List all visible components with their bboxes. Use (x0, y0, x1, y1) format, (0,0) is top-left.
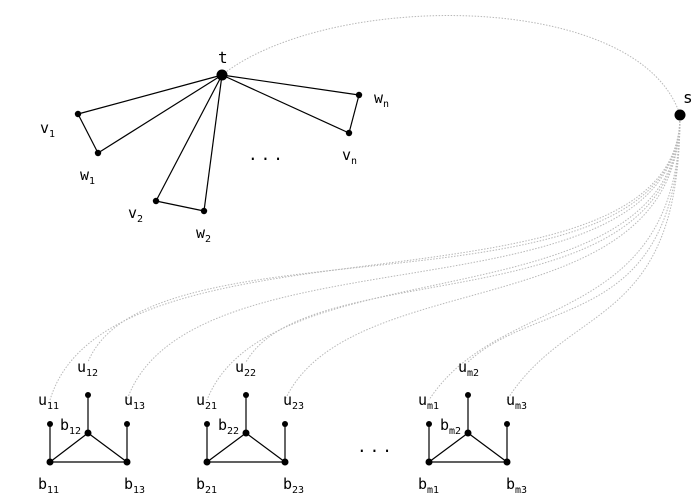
vertex-b23 (281, 458, 289, 466)
label-b11: b11 (38, 475, 59, 496)
label-u11: u11 (38, 391, 59, 412)
label-u13: u13 (124, 391, 145, 412)
curve-t-s (221, 15, 681, 116)
vertex-b13 (123, 458, 131, 466)
edge-t-w2 (203, 74, 223, 212)
edge-t-wn (221, 74, 360, 96)
ellipsis-bottom: ... (357, 437, 395, 456)
curve-s-u22 (245, 114, 681, 363)
label-b23: b23 (283, 475, 304, 496)
curve-s-u12 (87, 114, 681, 363)
vertex-wn (355, 91, 363, 99)
gadget-1 (49, 395, 128, 463)
gadget-m (428, 395, 508, 463)
label-b21: b21 (196, 475, 217, 496)
vertex-v2 (152, 197, 160, 205)
vertex-u23 (282, 421, 288, 427)
label-u22: u22 (235, 358, 256, 379)
vertex-b12 (84, 429, 92, 437)
label-bm3: bm3 (506, 475, 527, 496)
vertex-s (674, 109, 686, 121)
edge-v1-w1 (77, 113, 99, 154)
label-um1: um1 (418, 391, 439, 412)
vertex-b21 (203, 458, 211, 466)
vertex-u21 (204, 421, 210, 427)
t-star-edges (77, 74, 360, 212)
curve-s-u13 (126, 114, 681, 401)
label-bm2: bm2 (440, 416, 461, 437)
label-vn: vn (342, 146, 357, 167)
curve-s-um1 (428, 114, 681, 401)
vertex-t (216, 69, 228, 81)
label-v2: v2 (128, 204, 143, 225)
label-wn: wn (374, 89, 389, 110)
curve-s-u11 (49, 114, 681, 401)
label-t: t (218, 48, 228, 67)
vertex-w1 (94, 149, 102, 157)
edge-vn-wn (348, 94, 360, 134)
edge-t-vn (221, 74, 350, 134)
vertices (46, 69, 686, 466)
label-u21: u21 (196, 391, 217, 412)
vertex-bm3 (503, 458, 511, 466)
edge-t-w1 (97, 74, 223, 154)
edge-v2-w2 (155, 200, 205, 212)
curve-s-u23 (284, 114, 681, 401)
label-b13: b13 (124, 475, 145, 496)
vertex-bm2 (464, 429, 472, 437)
label-w1: w1 (80, 166, 95, 187)
label-w2: w2 (196, 224, 211, 245)
vertex-um2 (465, 392, 471, 398)
label-b12: b12 (60, 416, 81, 437)
curved-edges (49, 15, 681, 401)
ellipsis-top: ... (248, 145, 286, 164)
vertex-um1 (426, 421, 432, 427)
label-bm1: bm1 (418, 475, 439, 496)
vertex-u13 (124, 421, 130, 427)
label-u23: u23 (283, 391, 304, 412)
edge-t-v1 (77, 74, 223, 115)
gadget-2 (206, 395, 286, 463)
curve-s-um3 (506, 114, 681, 401)
vertex-b11 (46, 458, 54, 466)
edge-t-v2 (155, 74, 223, 202)
vertex-bm1 (425, 458, 433, 466)
label-um2: um2 (458, 358, 479, 379)
label-s: s (683, 88, 693, 107)
vertex-u12 (85, 392, 91, 398)
vertex-u22 (243, 392, 249, 398)
curve-s-um2 (467, 114, 681, 363)
vertex-vn (345, 129, 353, 137)
label-v1: v1 (40, 119, 55, 140)
vertex-b22 (242, 429, 250, 437)
label-um3: um3 (506, 391, 527, 412)
vertex-um3 (504, 421, 510, 427)
vertex-v1 (74, 110, 82, 118)
vertex-labels: t s v1 w1 v2 w2 wn vn u11 u12 u13 b12 b1… (38, 48, 693, 496)
label-b22: b22 (218, 416, 239, 437)
vertex-w2 (200, 207, 208, 215)
vertex-u11 (47, 421, 53, 427)
label-u12: u12 (77, 358, 98, 379)
